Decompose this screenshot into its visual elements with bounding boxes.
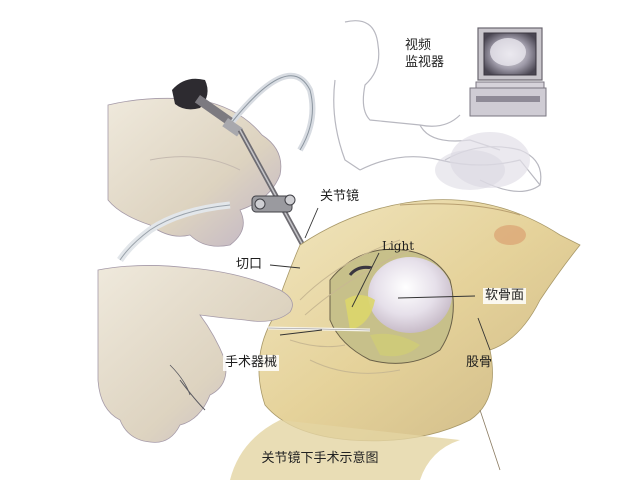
patient-leg-sketch: [435, 132, 530, 190]
label-arthroscope: 关节镜: [318, 189, 362, 205]
upper-gloved-hand: [107, 97, 282, 247]
label-surgical-instrument: 手术器械: [223, 355, 280, 371]
label-femur: 股骨: [466, 355, 493, 370]
fluid-tubing: [117, 72, 316, 262]
joint-cavity: [329, 248, 454, 364]
tendon-strands: [289, 239, 411, 374]
label-video-monitor-line2: 监视器: [405, 55, 445, 70]
label-light: Light: [382, 239, 415, 253]
label-incision: 切口: [234, 257, 265, 273]
video-monitor: [469, 27, 547, 117]
leader-lines: [269, 207, 491, 351]
arthroscope: [172, 78, 315, 264]
figure-caption: 关节镜下手术示意图: [261, 451, 379, 466]
scope-valve: [251, 194, 296, 213]
label-video-monitor-line1: 视频: [405, 38, 432, 53]
surgical-instrument: [267, 326, 371, 332]
lower-gloved-hand: [97, 265, 293, 443]
label-cartilage-surface: 软骨面: [483, 288, 527, 304]
label-video-monitor: 视频 监视器: [405, 37, 444, 71]
